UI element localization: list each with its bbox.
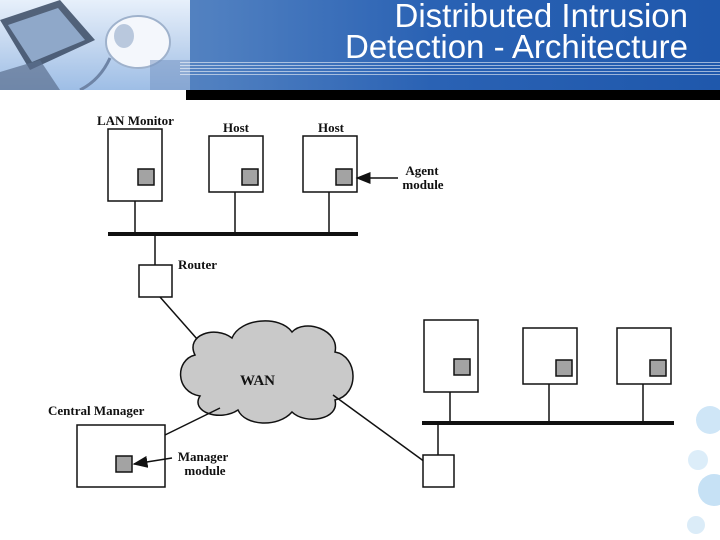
bubbles-decoration	[687, 406, 720, 534]
title-line-1: Distributed Intrusion	[394, 0, 688, 34]
agent-module-box	[649, 359, 667, 377]
host-node-1	[208, 135, 264, 193]
header-shadow-bar	[186, 90, 720, 100]
central-manager-node	[76, 424, 166, 488]
agent-module-label-1: Agent	[405, 163, 439, 178]
router-node-right	[422, 454, 455, 488]
title-line-2: Detection - Architecture	[345, 28, 688, 65]
router-label: Router	[178, 257, 217, 272]
lan-monitor-node	[107, 128, 163, 202]
agent-module-box	[555, 359, 573, 377]
agent-module-box	[453, 358, 471, 376]
slide-title: Distributed Intrusion Detection - Archit…	[218, 0, 688, 65]
host-node-3	[423, 319, 479, 393]
manager-module-box	[115, 455, 133, 473]
host-label-2: Host	[318, 120, 345, 135]
agent-module-box	[241, 168, 259, 186]
agent-module-box	[137, 168, 155, 186]
host-node-2	[302, 135, 358, 193]
slide-header: Distributed Intrusion Detection - Archit…	[0, 0, 720, 90]
manager-module-label-2: module	[184, 463, 225, 478]
wan-label: WAN	[240, 373, 275, 389]
wan-lan2-link	[332, 394, 426, 463]
manager-module-label-1: Manager	[178, 449, 229, 464]
host-node-5	[616, 327, 672, 385]
lan-monitor-label: LAN Monitor	[97, 113, 174, 128]
decorative-lines	[180, 62, 720, 76]
wan-manager-link	[164, 407, 221, 436]
central-manager-label: Central Manager	[48, 403, 145, 418]
agent-module-box	[335, 168, 353, 186]
manager-module-arrow	[132, 455, 173, 468]
router-node	[138, 264, 173, 298]
host-label-1: Host	[223, 120, 250, 135]
agent-module-label-2: module	[402, 177, 443, 192]
host-node-4	[522, 327, 578, 385]
computer-mouse-photo	[0, 0, 190, 90]
wan-cloud	[179, 320, 354, 424]
